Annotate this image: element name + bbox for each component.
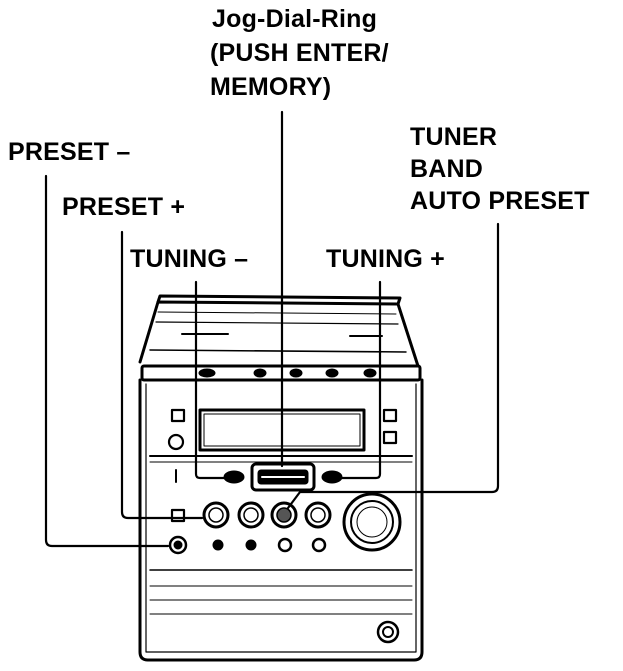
round-button-2: [212, 539, 224, 551]
top-button-3: [289, 368, 303, 378]
top-button-5: [363, 368, 377, 378]
left-small-button-1: [170, 408, 186, 423]
leader-tuning-plus: [340, 280, 382, 480]
right-small-button-1: [382, 408, 398, 423]
label-tuning-plus: TUNING +: [326, 245, 445, 273]
label-preset-minus: PRESET –: [8, 138, 131, 166]
leader-tuning-minus: [194, 280, 226, 480]
top-button-4: [325, 368, 339, 378]
right-small-button-2: [382, 430, 398, 445]
label-jog-dial-line-2: (PUSH ENTER/: [210, 39, 389, 67]
left-small-button-2: [170, 508, 186, 523]
label-jog-dial-line-1: Jog-Dial-Ring: [212, 5, 378, 33]
round-button-3: [245, 539, 257, 551]
round-button-4: [277, 537, 293, 553]
preset-plus-knob: [202, 501, 230, 529]
preset-minus-button: [168, 535, 188, 555]
label-tuner-line-2: BAND: [410, 155, 484, 183]
left-round-button: [167, 433, 185, 451]
label-preset-plus: PRESET +: [62, 193, 186, 221]
label-tuner-line-1: TUNER: [410, 123, 498, 151]
tuning-plus-button: [321, 470, 343, 484]
leader-preset-minus: [44, 174, 170, 548]
leader-preset-plus: [120, 230, 204, 520]
volume-knob: [342, 492, 402, 552]
top-button-2: [253, 368, 267, 378]
headphone-jack: [376, 620, 400, 644]
leader-tuner-band: [286, 222, 500, 510]
label-tuner-line-3: AUTO PRESET: [410, 187, 590, 215]
knob-2: [237, 501, 265, 529]
top-button-1: [198, 368, 216, 378]
top-lid: [138, 294, 420, 368]
knob-4: [304, 501, 332, 529]
tuner-band-knob: [270, 501, 298, 529]
label-jog-dial-line-3: MEMORY): [210, 73, 332, 101]
label-tuning-minus: TUNING –: [130, 245, 249, 273]
jog-dial-ring: [250, 462, 316, 492]
round-button-5: [311, 537, 327, 553]
tuning-minus-button: [223, 470, 245, 484]
leader-lines: [44, 110, 500, 548]
